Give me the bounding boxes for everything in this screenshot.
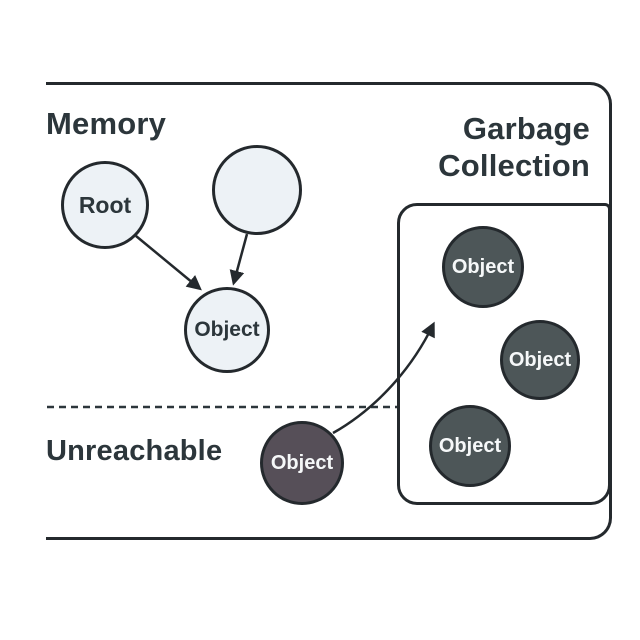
garbage-collection-title: Garbage Collection: [438, 111, 590, 183]
gc-object-node-1-label: Object: [451, 255, 515, 278]
unreachable-object-node: Object: [260, 421, 344, 505]
memory-title: Memory: [46, 106, 167, 141]
gc-object-node-3-label: Object: [438, 434, 502, 457]
gc-object-node-2-label: Object: [508, 348, 572, 371]
live-object-node: Object: [184, 287, 270, 373]
live-object-node-label: Object: [194, 318, 260, 341]
unreachable-object-node-label: Object: [270, 451, 334, 474]
gc-object-node-3: Object: [429, 405, 511, 487]
root-node-label: Root: [78, 191, 132, 218]
anonymous-node: [212, 145, 302, 235]
gc-object-node-2: Object: [500, 320, 580, 400]
gc-object-node-1: Object: [442, 226, 524, 308]
root-node: Root: [61, 161, 149, 249]
unreachable-label: Unreachable: [46, 435, 223, 467]
